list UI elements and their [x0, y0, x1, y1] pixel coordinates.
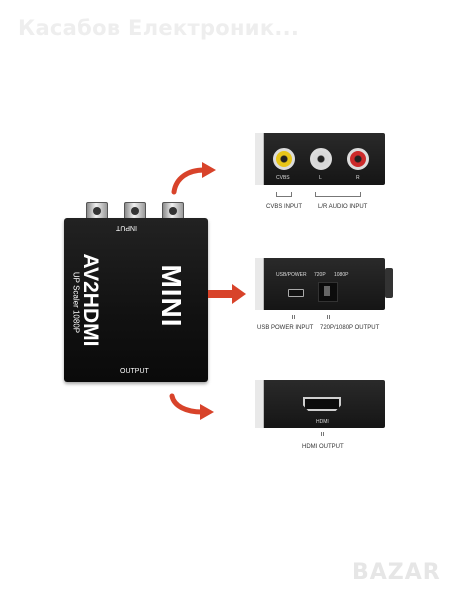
switch-knob	[324, 286, 330, 296]
device-output-label: OUTPUT	[120, 368, 149, 375]
arrow-to-inputs-icon	[170, 160, 220, 196]
arrow-to-side-icon	[208, 284, 248, 304]
cvbs-jack	[273, 148, 295, 170]
device-input-label: INPUT	[116, 224, 137, 231]
hdmi-bracket	[321, 432, 324, 436]
rca-jack-2	[124, 202, 146, 222]
usb-port-icon	[288, 289, 304, 297]
arrow-to-output-icon	[168, 392, 218, 422]
av2hdmi-device	[64, 218, 208, 382]
audio-right-jack	[347, 148, 369, 170]
left-port-label: L	[319, 175, 322, 181]
bazar-logo: BAZAR	[352, 560, 441, 585]
device-subtitle: UP Scaler 1080P	[71, 271, 81, 334]
audio-bracket	[315, 192, 361, 197]
hdmi-output-caption: HDMI OUTPUT	[302, 444, 344, 450]
input-panel-face	[255, 133, 264, 185]
right-port-label: R	[356, 175, 360, 181]
usb-bracket	[292, 315, 295, 319]
device-model: AV2HDMI	[79, 253, 102, 347]
cvbs-input-caption: CVBS INPUT	[266, 204, 303, 210]
switch-bracket	[327, 315, 330, 319]
hdmi-port-icon	[303, 397, 341, 411]
switch-output-caption: 720P/1080P OUTPUT	[320, 325, 380, 331]
usb-power-label: USB/POWER	[276, 272, 307, 278]
device-brand: MINI	[156, 264, 187, 328]
audio-input-caption: L/R AUDIO INPUT	[318, 204, 368, 210]
hdmi-port-label: HDMI	[316, 419, 329, 425]
watermark-text: Касабов Електроник...	[18, 16, 300, 40]
switch-720-label: 720P	[314, 272, 326, 278]
cable-stub	[385, 268, 393, 298]
bazar-logo-text: BAZAR	[352, 560, 441, 585]
cvbs-port-label: CVBS	[276, 175, 290, 181]
side-panel-face	[255, 258, 264, 310]
audio-left-jack	[310, 148, 332, 170]
usb-power-caption: USB POWER INPUT	[257, 325, 314, 331]
switch-1080-label: 1080P	[334, 272, 349, 278]
output-panel-face	[255, 380, 264, 428]
cvbs-bracket	[276, 192, 292, 197]
